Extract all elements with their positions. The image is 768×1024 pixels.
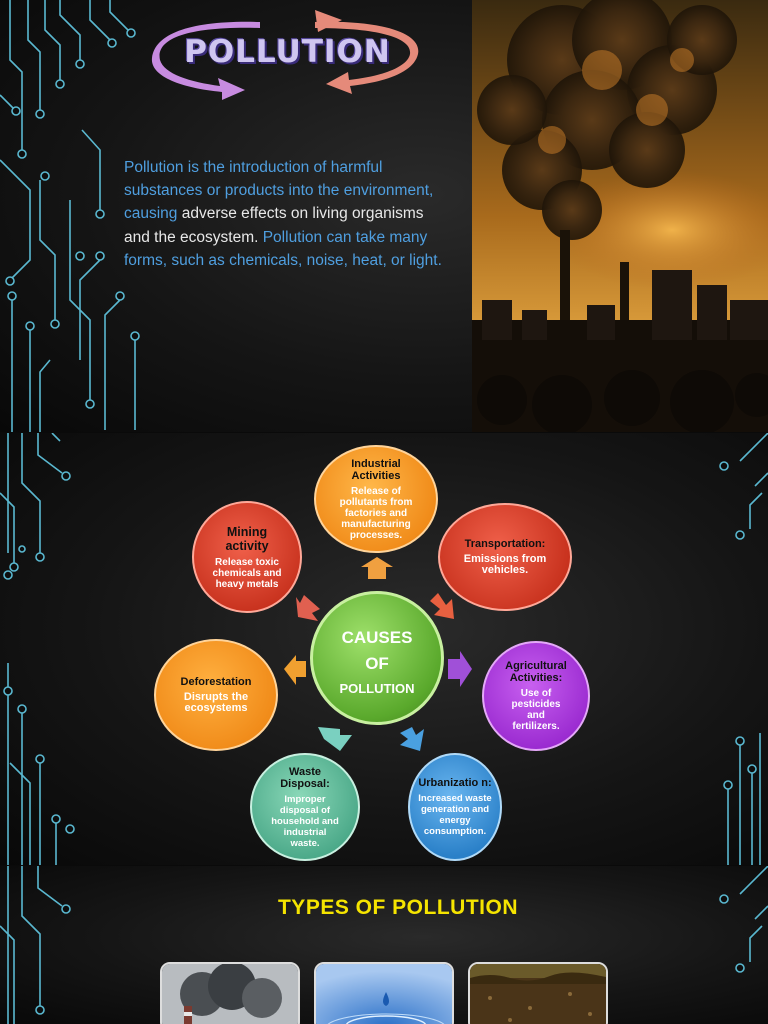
thumbnail-water-pollution — [314, 962, 454, 1024]
cause-text: Improper disposal of household and indus… — [271, 793, 339, 849]
cause-arrows — [284, 557, 472, 751]
cause-industrial: Industrial Activities Release of polluta… — [314, 445, 438, 553]
cause-waste-disposal: Waste Disposal: Improper disposal of hou… — [250, 753, 360, 861]
cause-title: Urbanizatio n: — [418, 777, 492, 789]
center-line2: OF — [365, 654, 389, 673]
types-title: TYPES OF POLLUTION — [277, 896, 518, 919]
soil-pollution-image — [470, 964, 606, 1024]
circuit-decoration-right — [719, 866, 768, 973]
title-banner: POLLUTION — [150, 8, 425, 100]
intro-text-part2: adverse effects on living organisms and … — [124, 205, 424, 246]
circuit-decoration-right — [719, 433, 768, 865]
slide-types: TYPES OF POLLUTION — [0, 866, 768, 1024]
arrow-up-right — [430, 593, 454, 619]
cause-deforestation: Deforestation Disrupts the ecosystems — [154, 639, 278, 751]
center-line1: CAUSES — [341, 628, 413, 647]
slide-causes: CAUSES OF POLLUTION Industrial Activitie… — [0, 433, 768, 865]
arrow-down-left — [318, 727, 352, 751]
thumbnail-air-pollution — [160, 962, 300, 1024]
intro-text-part1: Pollution is the introduction of harmful… — [124, 159, 434, 223]
cause-title: Mining activity — [225, 524, 269, 553]
cause-text: Emissions from vehicles. — [463, 553, 547, 576]
arrow-left — [284, 655, 306, 685]
thumbnail-soil-pollution — [468, 962, 608, 1024]
cause-title: Waste Disposal: — [280, 765, 330, 790]
cause-text: Release toxic chemicals and heavy metals — [212, 556, 282, 590]
arrow-up-left — [296, 595, 320, 621]
cause-text: Increased waste generation and energy co… — [418, 793, 492, 837]
arrow-down-right — [400, 727, 424, 751]
cause-transportation: Transportation: Emissions from vehicles. — [438, 503, 572, 611]
water-pollution-image — [316, 964, 452, 1024]
intro-paragraph: Pollution is the introduction of harmful… — [124, 156, 444, 272]
title-arrows-graphic — [151, 10, 419, 100]
cause-title: Transportation: — [464, 538, 546, 550]
cause-title: Deforestation — [180, 676, 252, 688]
circuit-decoration-left-top — [0, 433, 71, 580]
cause-text: Disrupts the ecosystems — [183, 691, 249, 714]
page-title: POLLUTION — [184, 34, 391, 70]
air-pollution-image — [162, 964, 298, 1024]
cause-urbanization: Urbanizatio n: Increased waste generatio… — [408, 753, 502, 861]
intro-text-part3: Pollution can take many forms, such as c… — [124, 228, 442, 269]
causes-center-circle: CAUSES OF POLLUTION — [310, 591, 444, 725]
factory-smoke-photo — [472, 0, 768, 432]
cause-mining: Mining activity Release toxic chemicals … — [192, 501, 302, 613]
arrow-right — [448, 651, 472, 687]
cause-text: Use of pesticides and fertilizers. — [511, 688, 561, 732]
cause-title: Industrial Activities — [351, 457, 401, 482]
circuit-decoration-left — [0, 0, 140, 432]
slide-intro: POLLUTION Pollution is the introduction … — [0, 0, 768, 432]
cause-agricultural: Agricultural Activities: Use of pesticid… — [482, 641, 590, 751]
center-line3: POLLUTION — [339, 681, 415, 696]
cause-text: Release of pollutants from factories and… — [339, 485, 413, 541]
arrow-up — [361, 557, 393, 579]
cause-title: Agricultural Activities: — [505, 660, 567, 684]
circuit-decoration-left — [0, 866, 71, 1024]
circuit-decoration-left-bottom — [3, 663, 75, 865]
